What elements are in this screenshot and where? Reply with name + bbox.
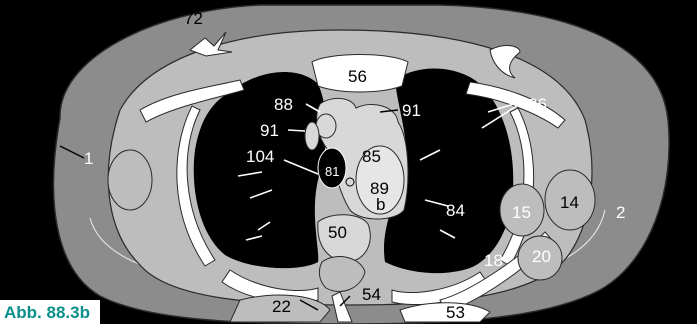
label-72: 72 (184, 9, 203, 28)
label-54: 54 (362, 285, 381, 304)
label-22: 22 (272, 297, 291, 316)
label-18: 18 (484, 251, 503, 270)
label-81: 81 (325, 164, 339, 179)
vessel-91-right (305, 122, 319, 150)
label-88: 88 (274, 95, 293, 114)
figure-caption: Abb. 88.3b (0, 300, 100, 324)
muscle-right-lateral (108, 150, 152, 210)
label-53: 53 (446, 303, 465, 322)
label-15: 15 (512, 203, 531, 222)
leader-91-right (288, 130, 305, 131)
label-14: 14 (560, 193, 579, 212)
label-2: 2 (616, 203, 625, 222)
label-91-right: 91 (260, 121, 279, 140)
label-84: 84 (446, 201, 465, 220)
label-89-b: b (376, 195, 385, 214)
label-85: 85 (362, 147, 381, 166)
esophagus (346, 178, 354, 186)
label-26: 26 (528, 95, 547, 114)
label-1: 1 (84, 149, 93, 168)
label-50: 50 (328, 223, 347, 242)
label-104: 104 (246, 147, 274, 166)
label-56: 56 (348, 67, 367, 86)
label-20: 20 (532, 247, 551, 266)
label-91-left: 91 (402, 101, 421, 120)
